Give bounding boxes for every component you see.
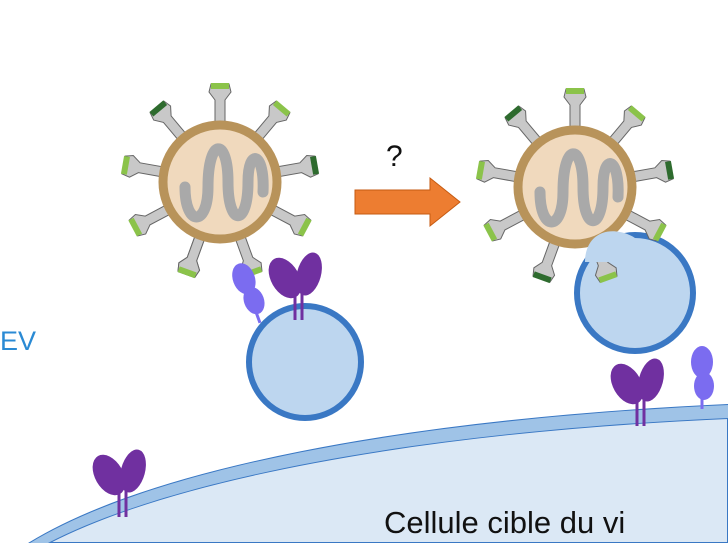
spike-protein (177, 234, 206, 279)
spike-protein (630, 160, 675, 183)
spike-protein (504, 105, 543, 147)
spike-protein (532, 239, 561, 284)
question-mark-label: ? (386, 140, 403, 173)
receptor-dark (268, 252, 322, 320)
cell-membrane-band (30, 405, 728, 543)
viral-rna (534, 148, 624, 228)
spike-protein (607, 105, 646, 147)
receptor-dark (610, 358, 664, 426)
cell-membrane-inner (47, 417, 728, 543)
virus (120, 83, 320, 279)
target-cell (28, 403, 728, 543)
virus (475, 88, 675, 284)
fusion-bulge (585, 231, 644, 262)
spike-protein (563, 88, 587, 130)
spike-protein (268, 204, 312, 237)
spike-protein (149, 100, 188, 142)
extracellular-vesicle (246, 303, 364, 421)
spike-protein (208, 83, 232, 125)
spike-protein (623, 209, 667, 242)
spike-protein (120, 155, 165, 178)
arrow-icon (354, 176, 461, 228)
spike-protein (475, 160, 520, 183)
spike-protein (275, 155, 320, 178)
spike-protein (483, 209, 527, 242)
viral-rna (179, 143, 269, 223)
target-cell-label: Cellule cible du vi (384, 505, 626, 540)
receptor-light (232, 263, 265, 324)
spike-protein (128, 204, 172, 237)
ev-label: EV (0, 326, 37, 356)
spike-protein (252, 100, 291, 142)
receptor-dark (92, 449, 146, 517)
receptor-light (691, 346, 714, 409)
